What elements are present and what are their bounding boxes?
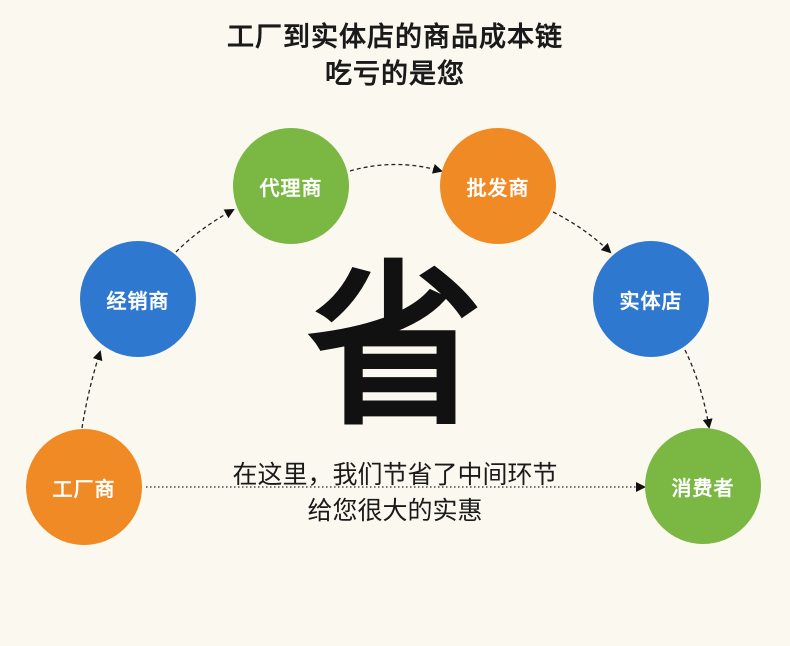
node-dealer-label: 经销商 (106, 288, 170, 313)
caption-line-2: 给您很大的实惠 (307, 496, 483, 525)
node-wholesaler-label: 批发商 (466, 175, 530, 200)
node-wholesaler: 批发商 (440, 128, 556, 244)
node-consumer-label: 消费者 (671, 475, 735, 500)
edge-dealer-agent (175, 209, 235, 253)
node-agent-label: 代理商 (259, 175, 323, 200)
node-factory-label: 工厂商 (52, 476, 116, 501)
node-store: 实体店 (593, 241, 709, 357)
node-dealer: 经销商 (80, 241, 196, 357)
title-line-2: 吃亏的是您 (325, 59, 465, 90)
edge-agent-wholesaler (349, 163, 443, 174)
edge-store-consumer (684, 349, 713, 429)
node-factory: 工厂商 (26, 429, 142, 545)
edge-wholesaler-store (552, 211, 612, 254)
edge-factory-dealer (81, 350, 103, 429)
node-agent: 代理商 (233, 128, 349, 244)
node-store-label: 实体店 (619, 288, 683, 313)
center-save-character: 省 (306, 245, 483, 450)
title-line-1: 工厂到实体店的商品成本链 (227, 22, 563, 53)
caption-line-1: 在这里，我们节省了中间环节 (232, 460, 558, 489)
node-consumer: 消费者 (645, 428, 761, 544)
